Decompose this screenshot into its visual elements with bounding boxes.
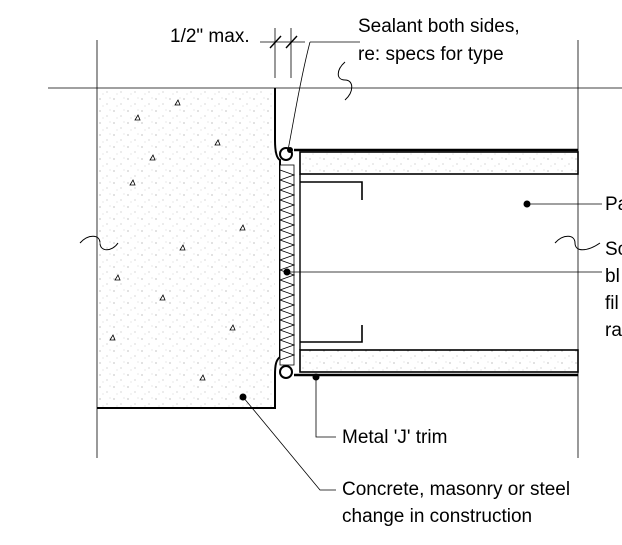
sound-label-line4: ra — [605, 320, 622, 341]
dimension — [260, 28, 305, 78]
sound-label-line1: So — [605, 239, 622, 260]
sealant-label-line1: Sealant both sides, — [358, 16, 520, 37]
insulation-outline — [279, 164, 295, 366]
stud-flange-top — [300, 181, 363, 200]
dimension-label: 1/2" max. — [170, 26, 250, 47]
leaders — [239, 41, 602, 491]
leader-dot-sound — [283, 268, 291, 276]
insulation-zigzag — [278, 169, 296, 361]
concrete-fill — [97, 88, 275, 408]
concrete-block — [97, 88, 281, 409]
sound-label-line3: fil — [605, 293, 619, 314]
leader-trim — [315, 377, 336, 438]
trim-label: Metal 'J' trim — [342, 427, 447, 448]
dimension-tick-right — [285, 35, 298, 49]
sealant-label-line2: re: specs for type — [358, 44, 504, 65]
leader-dot-concrete — [239, 393, 247, 401]
stud-flange-bottom — [300, 325, 363, 343]
panel — [294, 148, 579, 377]
break-symbol-right — [554, 235, 601, 251]
dimension-tick-left — [269, 35, 282, 49]
aggregate-marks — [109, 99, 246, 381]
leader-dot-trim — [312, 373, 320, 381]
panel-face-top — [299, 151, 579, 175]
sound-insulation — [278, 164, 296, 366]
labels: 1/2" max. Sealant both sides, re: specs … — [170, 16, 622, 527]
sealant-bead-bottom — [279, 365, 293, 379]
sound-label-line2: bl — [605, 266, 620, 287]
panel-label: Pa — [605, 194, 622, 215]
leader-sealant — [287, 41, 311, 151]
leader-concrete — [242, 396, 336, 491]
break-symbol-top — [337, 61, 353, 101]
panel-face-bottom — [299, 349, 579, 373]
leader-dot-panel — [523, 200, 531, 208]
concrete-label-line2: change in construction — [342, 506, 532, 527]
leader-dot-sealant — [287, 147, 293, 153]
concrete-label-line1: Concrete, masonry or steel — [342, 479, 570, 500]
